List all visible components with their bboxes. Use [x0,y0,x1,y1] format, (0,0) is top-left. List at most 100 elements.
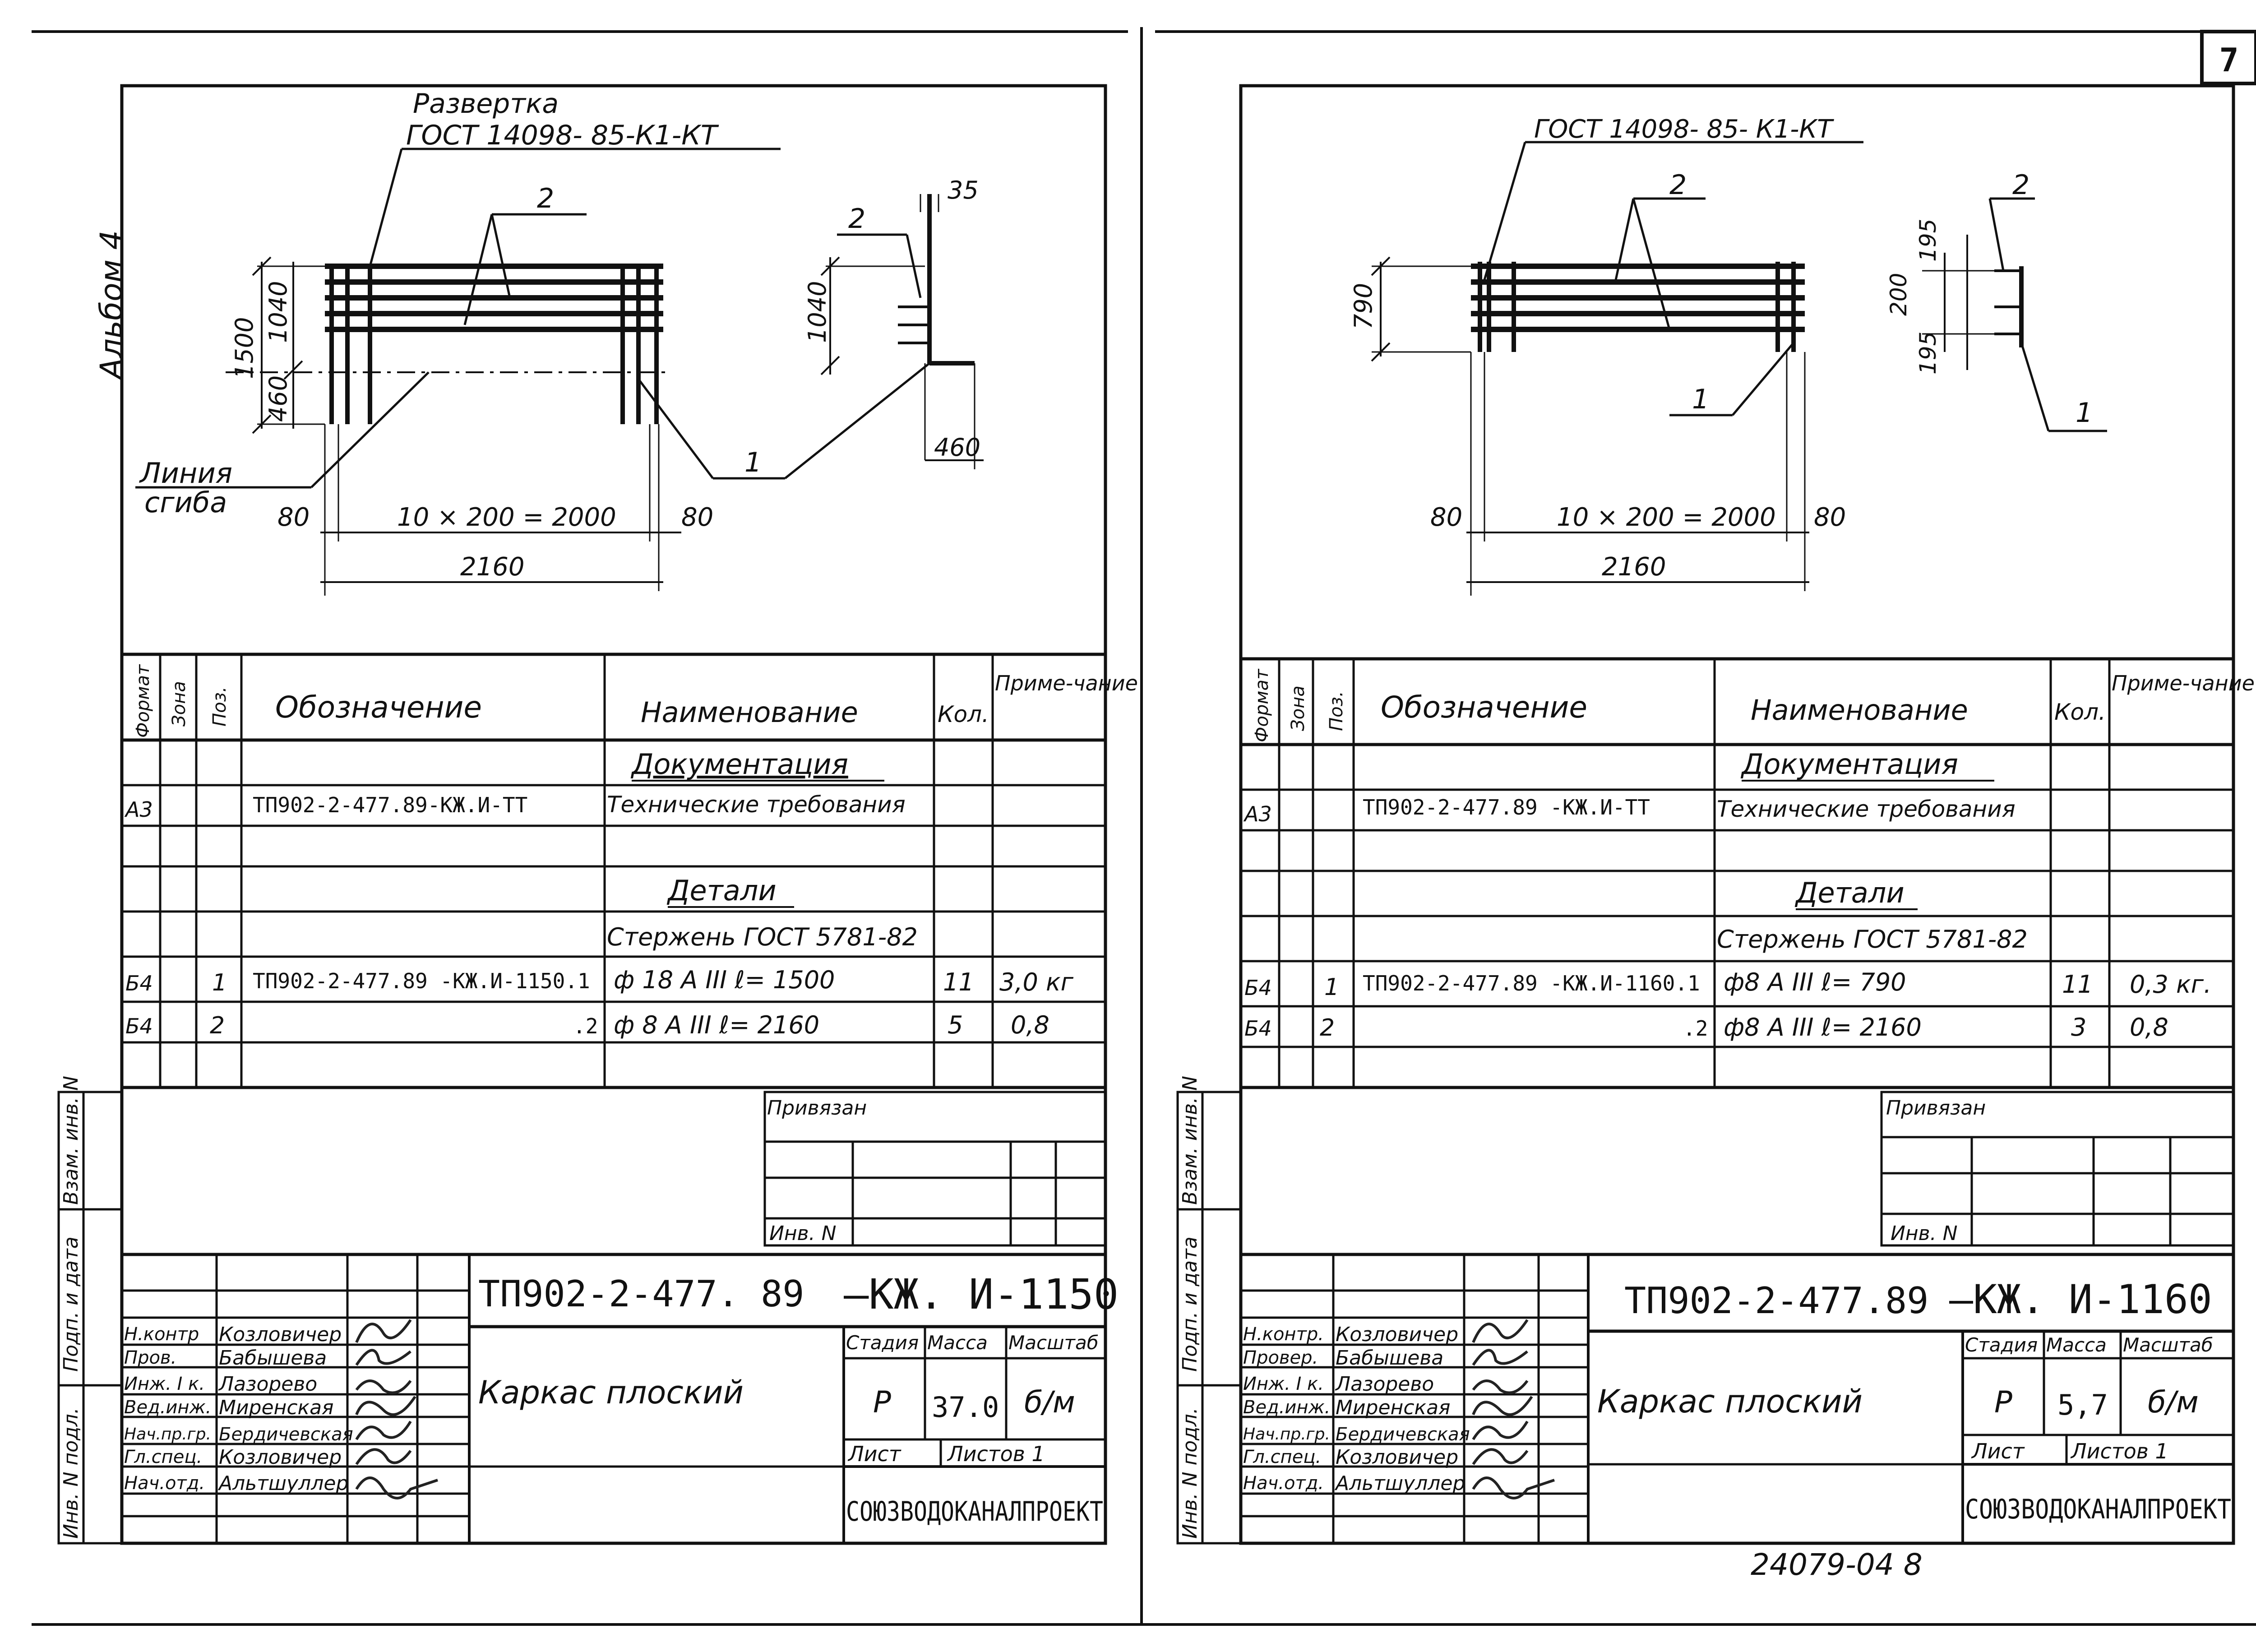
right-pos-label-top: 2 [1669,169,1687,201]
right-title-block: ТП902-2-477.89 —КЖ. И-1160 Н.контр. Пров… [1241,1253,2233,1543]
right-scale-label: Масштаб [2123,1334,2213,1356]
right-dim-790: 790 [1349,283,1378,329]
right-section-docs: Документация [1740,748,1958,781]
right-name-1: Козловичер [1336,1323,1458,1346]
right-name-4: Миренская [1336,1396,1451,1419]
right-row4-pos: 2 [1320,1014,1335,1041]
right-row1-name: Технические требования [1717,796,2016,822]
left-dim-1040-side: 1040 [803,281,832,343]
left-title-line1: Развертка [413,88,559,120]
left-name-1: Козловичер [219,1323,342,1346]
right-stamp-mark: —КЖ. И-1160 [1949,1276,2212,1323]
right-stamp-code: ТП902-2-477.89 [1624,1280,1928,1322]
right-pos-label-side-bottom: 1 [2076,397,2093,429]
left-role-5: Нач.пр.гр. [124,1425,211,1444]
left-signature-4 [355,1396,416,1416]
right-dim-200: 200 [1886,273,1912,316]
left-header-pos: Поз. [209,686,230,727]
left-pos-label-side: 2 [848,203,865,235]
left-title-block: ТП902-2-477. 89 —КЖ. И-1150 Н.контр Пров… [122,1253,1119,1543]
left-header-note: Приме-чание [995,671,1138,695]
right-scale: б/м [2148,1385,2199,1420]
left-row2-name: Стержень ГОСТ 5781-82 [607,923,918,951]
left-row4-name: ф 8 А III ℓ= 2160 [614,1011,819,1039]
left-org: СОЮЗВОДОКАНАЛПРОЕКТ [846,1496,1103,1527]
right-section-parts: Детали [1794,876,1905,909]
right-header-pos: Поз. [1326,691,1347,731]
left-scale: б/м [1024,1385,1075,1420]
left-row3-format: Б4 [125,971,153,995]
album-label: Альбом 4 [94,230,129,381]
margin-label-orig-inv: Инв. N подл. [60,1407,83,1539]
left-bend-line-label-2: сгиба [144,486,227,519]
right-header-note: Приме-чание [2112,671,2255,695]
left-row3-pos: 1 [212,969,227,996]
right-signature-6 [1472,1448,1529,1465]
left-signature-5 [355,1421,412,1440]
left-signature-1 [355,1319,412,1343]
left-pos-label-top: 2 [537,183,554,214]
right-dim-195a: 195 [1915,219,1941,262]
right-pos-label-bottom: 1 [1692,384,1709,415]
left-row1-designation: ТП902-2-477.89-КЖ.И-ТТ [253,793,527,817]
right-signature-1 [1472,1319,1529,1343]
left-sheet-label: Лист [847,1442,901,1466]
right-mass-label: Масса [2046,1334,2107,1356]
right-dim-span: 10 × 200 = 2000 [1557,503,1776,532]
right-row4-designation: .2 [1683,1016,1708,1041]
right-margin-label-orig-inv: Инв. N подл. [1179,1407,1202,1539]
left-spec-table: Формат Зона Поз. Обозначение Наименовани… [122,652,1138,1089]
left-sheet: Взам. инв. N Подп. и дата Инв. N подл. Р… [57,84,1138,1545]
right-stage-label: Стадия [1965,1334,2038,1356]
left-header-designation: Обозначение [275,690,482,725]
left-role-7: Нач.отд. [124,1473,205,1494]
right-role-3: Инж. I к. [1243,1374,1324,1394]
margin-label-sign-date: Подп. и дата [60,1236,83,1372]
left-stamp-code: ТП902-2-477. 89 [478,1273,804,1315]
footer-code: 24079-04 8 [1751,1547,1923,1582]
left-stage: Р [873,1385,891,1420]
right-binding-box: Привязан Инв. N [1880,1091,2235,1247]
right-inv-label: Инв. N [1891,1222,1958,1245]
right-org: СОЮЗВОДОКАНАЛПРОЕКТ [1965,1494,2231,1525]
right-signature-5 [1472,1421,1529,1440]
right-row4-name: ф8 А III ℓ= 2160 [1724,1013,1922,1041]
left-role-6: Гл.спец. [124,1447,202,1467]
right-row3-pos: 1 [1324,974,1339,1001]
left-name-5: Бердичевская [219,1424,353,1445]
right-margin-strip: Взам. инв. N Подп. и дата Инв. N подл. [1176,1076,1242,1545]
left-row4-qty: 5 [948,1011,963,1039]
right-header-format: Формат [1252,668,1272,742]
right-dim-80-right: 80 [1814,503,1846,532]
right-dim-195b: 195 [1915,332,1941,375]
left-dim-80-left: 80 [277,503,310,532]
left-dim-span: 10 × 200 = 2000 [397,503,616,532]
right-signature-2 [1472,1349,1528,1366]
left-signature-7 [355,1476,438,1499]
left-sheets-label: Листов 1 [947,1442,1045,1466]
left-name-2: Бабышева [219,1347,327,1370]
right-header-name: Наименование [1751,694,1968,727]
left-object-name: Каркас плоский [478,1374,744,1411]
left-section-docs: Документация [630,748,848,781]
left-header-name: Наименование [641,696,858,729]
right-row3-qty: 11 [2062,970,2093,999]
left-name-7: Альтшуллер [217,1472,348,1495]
left-mass-label: Масса [927,1332,988,1354]
right-role-2: Провер. [1243,1347,1318,1368]
page-frame [32,27,2256,1626]
left-row3-name: ф 18 А III ℓ= 1500 [614,966,835,994]
left-binding-box: Привязан Инв. N [763,1091,1107,1247]
left-margin-strip: Взам. инв. N Подп. и дата Инв. N подл. [57,1076,123,1545]
right-row4-qty: 3 [2071,1013,2086,1041]
left-rebar-drawing: Развертка ГОСТ 14098- 85-К1-КТ 2 [135,88,984,596]
left-inv-label: Инв. N [769,1222,837,1245]
left-dim-1500: 1500 [230,317,259,379]
left-section-parts: Детали [666,874,777,907]
right-sheet-label: Лист [1971,1439,2025,1463]
left-row3-designation: ТП902-2-477.89 -КЖ.И-1150.1 [253,969,590,993]
right-header-zone: Зона [1288,685,1308,731]
left-stamp-mark: —КЖ. И-1150 [844,1270,1119,1319]
page-number: 7 [2219,41,2238,79]
